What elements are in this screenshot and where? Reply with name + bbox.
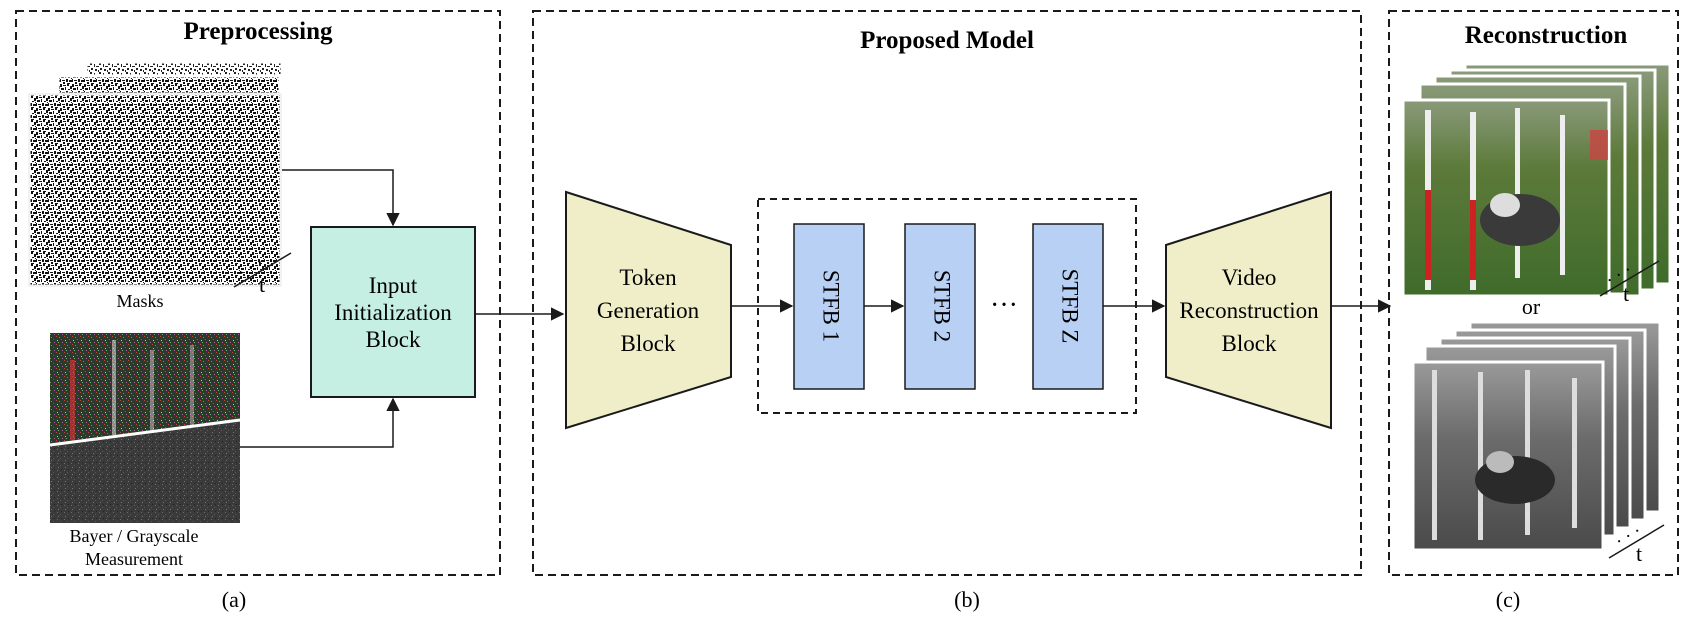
video-reconstruction-block — [1165, 190, 1332, 430]
stfb-2-label: STFB 2 — [930, 270, 955, 342]
mask-to-input-arrow — [282, 169, 400, 227]
mask-time-axis — [233, 252, 292, 288]
input-block-line1: Input — [369, 273, 418, 298]
measurement-label-line1: Bayer / Grayscale — [70, 526, 199, 546]
video-block-line1: Video — [1222, 265, 1277, 290]
color-time-axis — [1599, 260, 1660, 297]
caption-a: (a) — [222, 587, 246, 612]
color-time-label: t — [1623, 281, 1629, 306]
panel-c-border — [1388, 10, 1679, 576]
video-block-line2: Reconstruction — [1179, 298, 1319, 323]
gray-time-axis — [1608, 524, 1665, 559]
panel-c-title: Reconstruction — [1465, 22, 1628, 49]
input-block-line2: Initialization — [334, 300, 452, 325]
panel-reconstruction: Reconstruction · · · t or — [1388, 10, 1679, 576]
caption-c: (c) — [1496, 587, 1520, 612]
stfb-z-label: STFB Z — [1058, 269, 1083, 344]
panel-b-border — [532, 10, 1362, 576]
caption-b: (b) — [954, 587, 980, 612]
input-block-line3: Block — [366, 327, 421, 352]
color-video-frames — [1401, 62, 1672, 298]
panel-b-title: Proposed Model — [860, 27, 1034, 54]
token-block-line2: Generation — [597, 298, 700, 323]
stfb-1-label: STFB 1 — [819, 270, 844, 342]
measurement-image — [49, 333, 241, 523]
stfb-2-block — [904, 223, 976, 390]
panel-a-border — [15, 10, 501, 576]
stfb-z-block — [1032, 223, 1104, 390]
mask-stack — [27, 60, 284, 288]
panel-a-title: Preprocessing — [183, 18, 333, 45]
measurement-to-input-arrow — [240, 397, 400, 448]
token-block-line1: Token — [619, 265, 677, 290]
mask-time-label: t — [259, 272, 265, 297]
gray-time-label: t — [1636, 541, 1642, 566]
masks-label: Masks — [116, 291, 163, 311]
grayscale-video-frames — [1411, 320, 1662, 552]
token-generation-block — [565, 190, 732, 430]
measurement-label-line2: Measurement — [85, 549, 183, 569]
panel-proposed-model: Proposed Model Token Generation Block ST… — [532, 10, 1362, 576]
video-block-line3: Block — [1222, 331, 1277, 356]
token-block-line3: Block — [621, 331, 676, 356]
or-label: or — [1522, 294, 1541, 319]
input-initialization-block — [310, 226, 476, 398]
stfb-ellipsis: ··· — [990, 290, 1018, 321]
panel-preprocessing: Preprocessing · · · t Masks Bayer / Gray… — [15, 10, 501, 576]
